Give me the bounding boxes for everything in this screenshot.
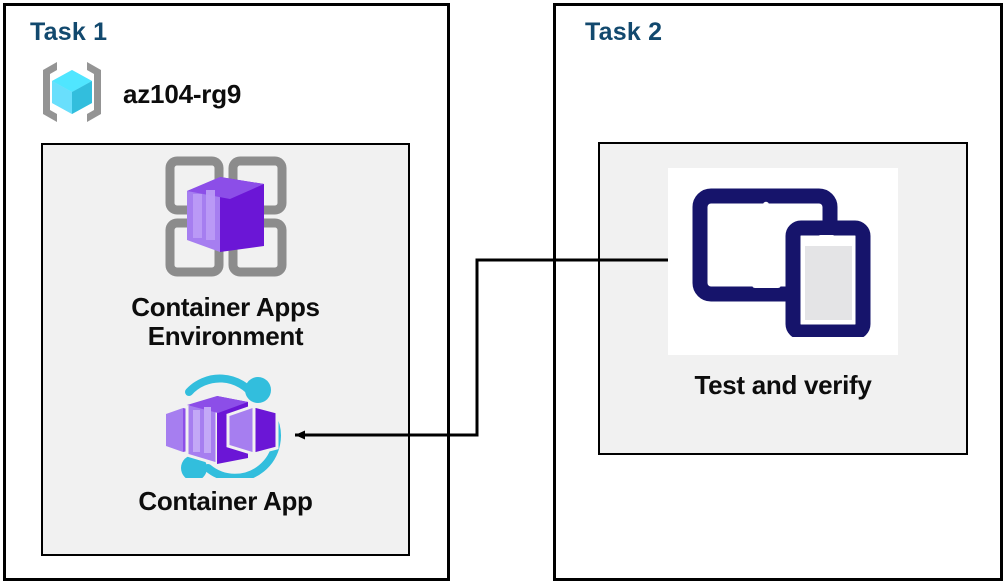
container-apps-environment-block: Container Apps Environment (41, 150, 410, 351)
task-1-title: Task 1 (30, 18, 108, 46)
container-app-icon (150, 372, 302, 483)
container-app-block: Container App (41, 372, 410, 516)
test-and-verify-label: Test and verify (694, 370, 872, 400)
resource-group-label: az104-rg9 (123, 79, 242, 109)
test-and-verify-devices-icon (692, 182, 874, 342)
test-and-verify-block: Test and verify (598, 168, 968, 400)
test-and-verify-icon-plate (668, 168, 898, 355)
task-2-title: Task 2 (585, 18, 663, 46)
azure-resource-group-icon (35, 58, 109, 131)
resource-group-row: az104-rg9 (35, 58, 241, 131)
container-app-label: Container App (138, 486, 313, 516)
container-apps-environment-label: Container Apps Environment (131, 292, 320, 352)
container-apps-environment-icon (158, 150, 294, 287)
